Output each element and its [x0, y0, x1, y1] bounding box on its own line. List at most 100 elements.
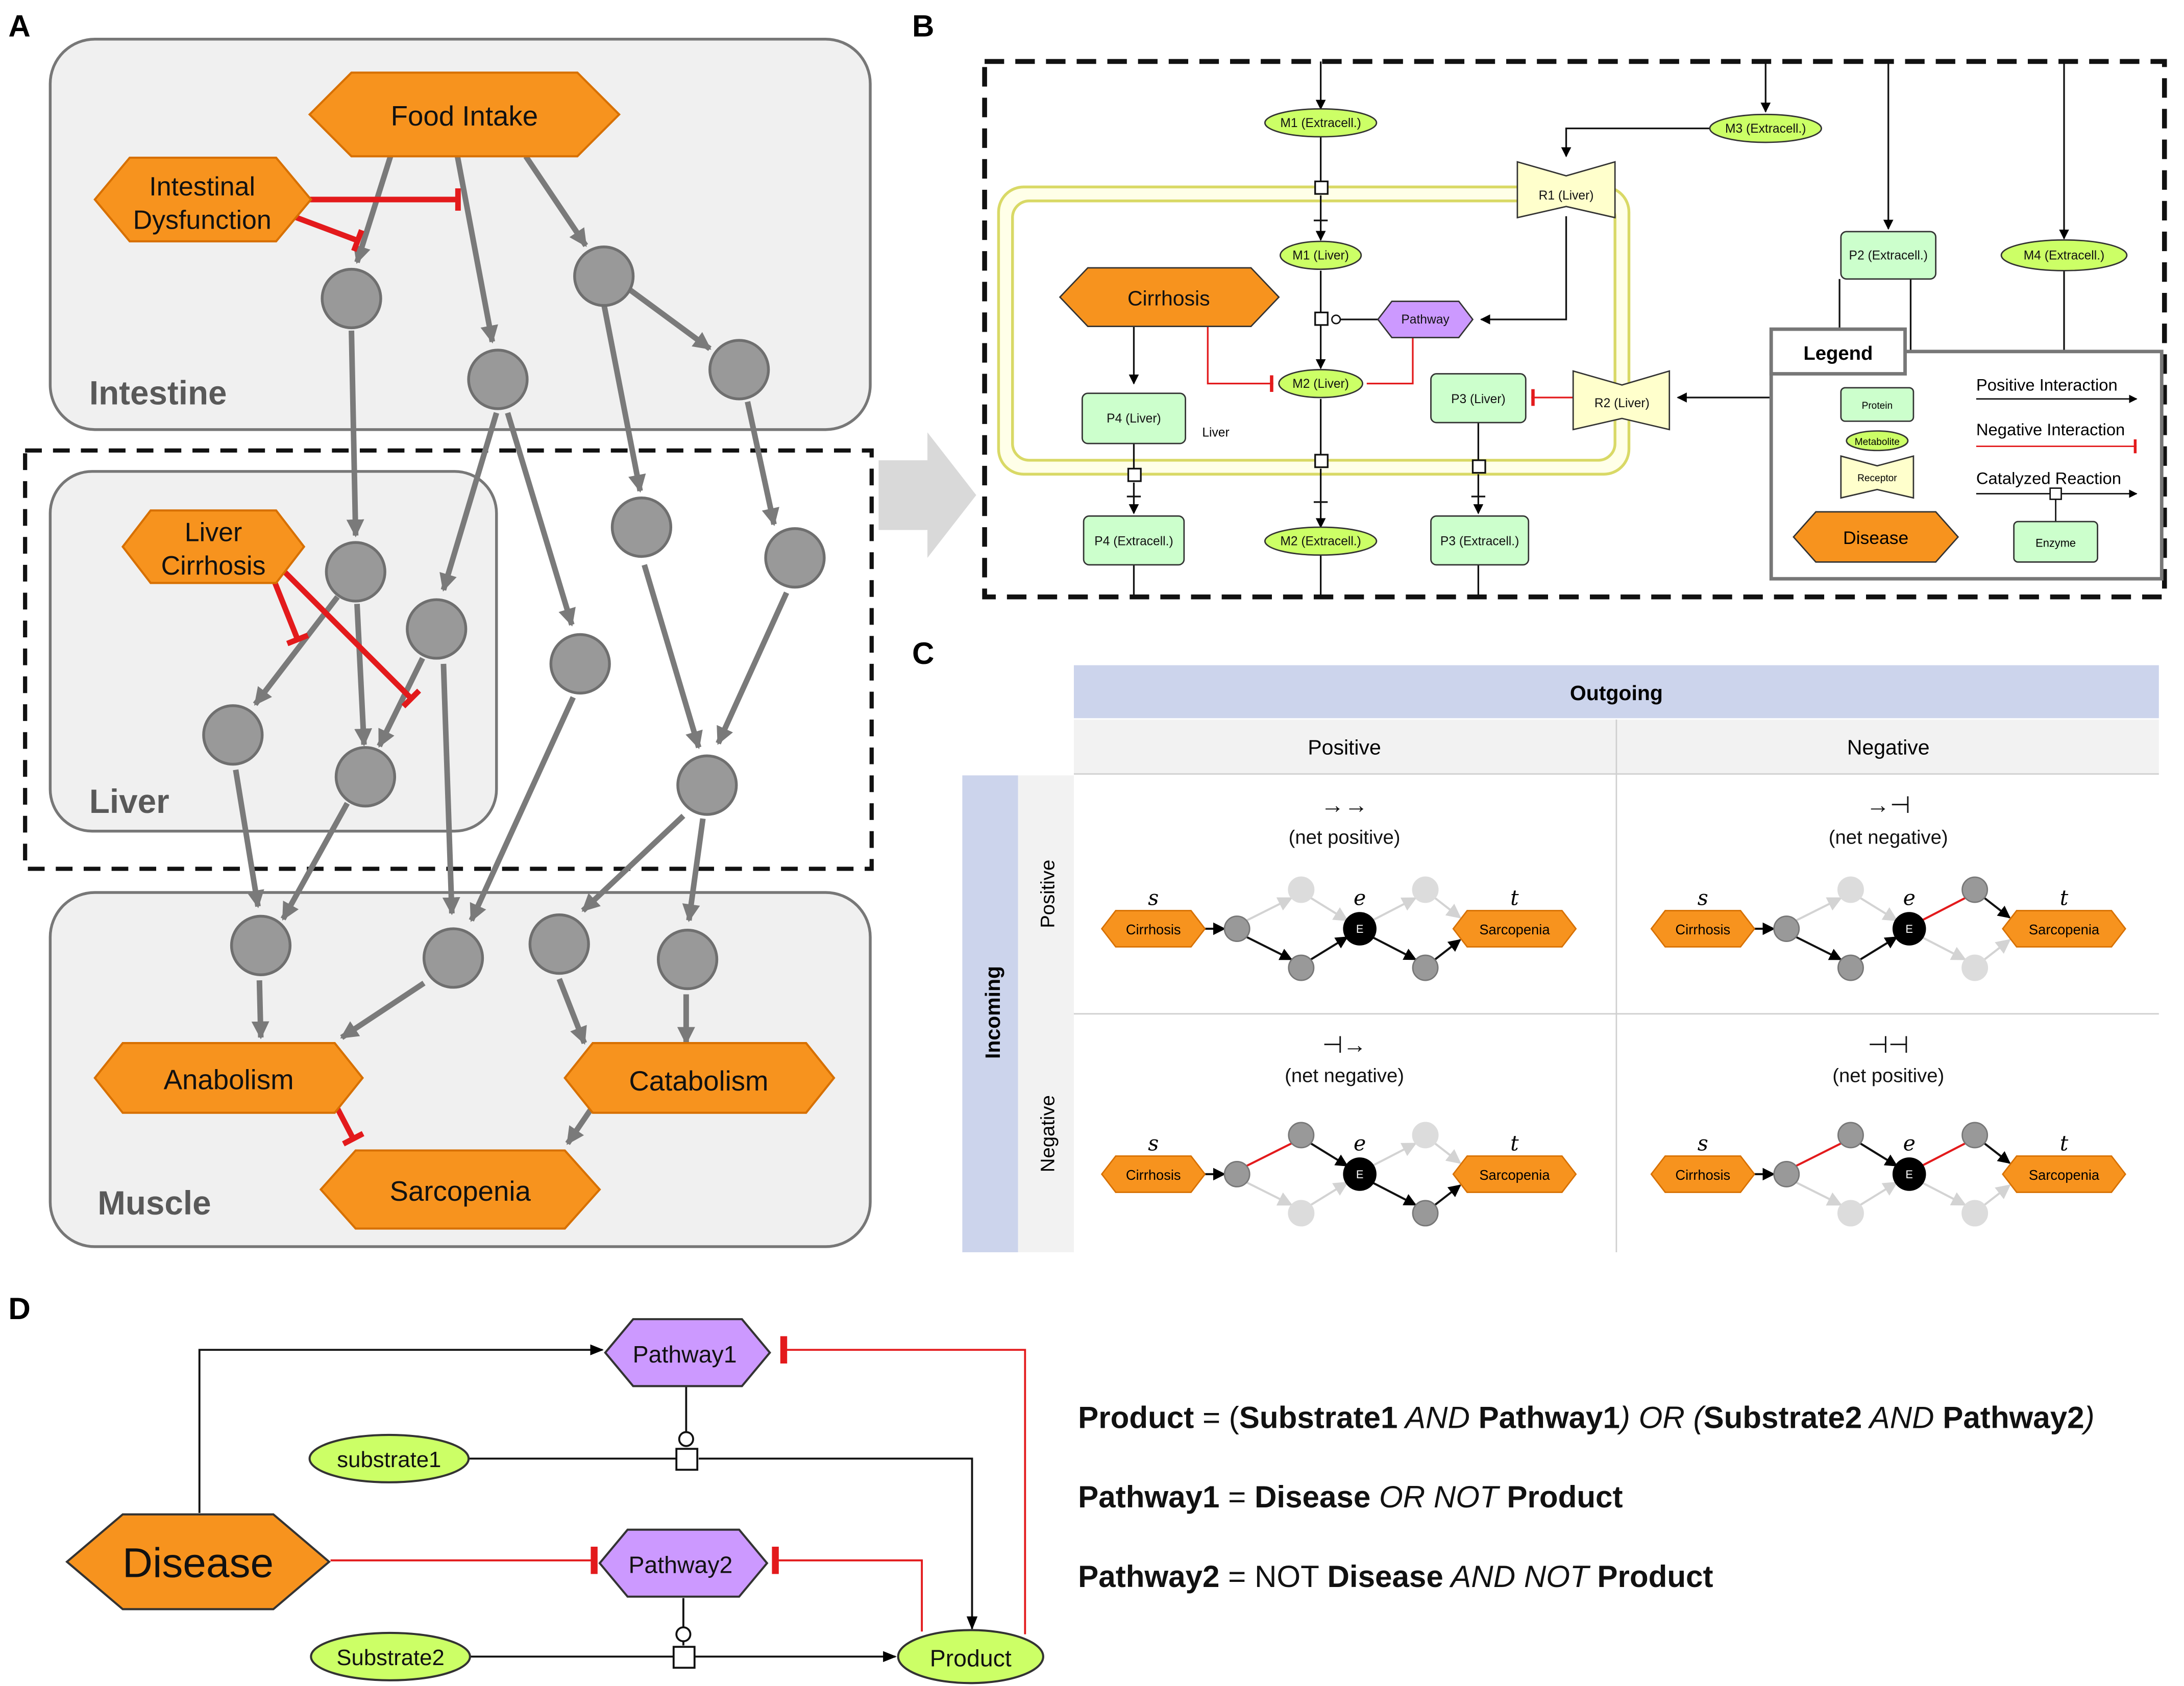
- panel-b-receptors: [1516, 161, 1671, 431]
- outgoing-header: Outgoing: [1570, 681, 1663, 705]
- motif-source-label: Cirrhosis: [1126, 922, 1181, 937]
- motif-source-node: [1650, 910, 1756, 948]
- network-node: [422, 927, 484, 989]
- motif-edge: [1860, 1143, 1898, 1167]
- motif-node-faded: [1837, 1200, 1864, 1227]
- motif-edge: [1246, 1143, 1292, 1167]
- panel-b-inhibitions: [1207, 324, 1574, 406]
- panel-a-hexagons: [93, 71, 836, 1230]
- motif-node-faded: [1412, 876, 1439, 903]
- motif-source-node: [1650, 1155, 1756, 1193]
- motif-edge: [1796, 936, 1843, 960]
- motif-source-label: Cirrhosis: [1675, 922, 1730, 937]
- motif-node-faded: [1961, 954, 1989, 981]
- eq1-part: = (: [1194, 1400, 1239, 1434]
- m2-extracell-label: M2 (Extracell.): [1280, 535, 1361, 549]
- motif-edge: [1434, 939, 1461, 960]
- motif-t-label: t: [1510, 886, 1519, 910]
- motif-edge: [1984, 897, 2011, 919]
- motif-node: [1961, 876, 1989, 903]
- equation-2: Pathway1 = Disease OR NOT Product: [1078, 1480, 1623, 1514]
- reaction-square-1: [675, 1448, 699, 1471]
- motif-e-label: e: [1354, 886, 1366, 910]
- p2-extracell-node: [1840, 231, 1936, 280]
- network-node: [708, 339, 770, 401]
- motif-e-label: e: [1903, 886, 1916, 910]
- motif-enzyme-node: [1892, 912, 1926, 946]
- col-header-positive: Positive: [1308, 735, 1381, 759]
- row-header-negative: Negative: [1037, 1095, 1059, 1172]
- pathway-node: [1377, 301, 1474, 338]
- cirrhosis-node: [1059, 267, 1280, 327]
- network-node: [528, 913, 590, 975]
- motif-node: [1288, 1122, 1315, 1149]
- product-label: Product: [930, 1645, 1012, 1672]
- network-node: [549, 633, 611, 695]
- motif-edge: [1984, 1143, 2011, 1164]
- motif-source-label: Cirrhosis: [1126, 1167, 1181, 1183]
- substrate1-label: substrate1: [337, 1447, 441, 1472]
- liver-cirrhosis-node: [121, 509, 306, 584]
- p3-extracell-node: [1430, 515, 1530, 566]
- disease-node: [65, 1513, 331, 1610]
- incoming-subheader-bg: [1018, 775, 1074, 1252]
- motif-node-faded: [1288, 1200, 1315, 1227]
- motif-node: [1837, 1122, 1864, 1149]
- motif-source-label: Cirrhosis: [1675, 1167, 1730, 1183]
- network-node: [334, 746, 397, 808]
- eq1-or: ) OR (: [1617, 1400, 1707, 1434]
- motif-t-label: t: [1510, 1131, 1519, 1156]
- panel-d-edges: [198, 1344, 978, 1663]
- substrate2-node: [310, 1631, 471, 1681]
- catalysis-marker: [1331, 314, 1341, 325]
- p4-extracell-node: [1083, 515, 1185, 566]
- motif-node-faded: [1961, 1200, 1989, 1227]
- motif-enzyme-label: E: [1905, 923, 1913, 935]
- panel-label-d: D: [8, 1292, 30, 1326]
- network-node: [406, 598, 468, 660]
- p3-liver-label: P3 (Liver): [1451, 392, 1506, 406]
- legend-protein-label: Protein: [1862, 401, 1893, 411]
- network-node: [325, 541, 386, 603]
- eq2-or-not: OR NOT: [1370, 1480, 1507, 1514]
- food-intake-node: [308, 71, 621, 158]
- legend-catalyzed-label: Catalyzed Reaction: [1976, 468, 2121, 487]
- cell-np-net: (net negative): [1285, 1065, 1404, 1087]
- motif-s-label: s: [1148, 1131, 1159, 1156]
- eq3-pathway2: Pathway2: [1078, 1559, 1219, 1594]
- motif-e-label: e: [1354, 1131, 1366, 1156]
- motif-s-label: s: [1698, 1131, 1708, 1156]
- motif-edge: [1796, 1143, 1842, 1167]
- motif-target-label: Sarcopenia: [1479, 1167, 1550, 1183]
- substrate2-label: Substrate2: [336, 1645, 444, 1670]
- cirrhosis-label: Cirrhosis: [1127, 287, 1210, 310]
- motif-node-faded: [1288, 876, 1315, 903]
- legend-receptor-swatch: [1840, 455, 1915, 499]
- motif-edge: [1246, 897, 1293, 922]
- p2-extracell-label: P2 (Extracell.): [1849, 249, 1928, 262]
- legend-enzyme-label: Enzyme: [2035, 536, 2076, 549]
- cell-pn-net: (net negative): [1829, 826, 1948, 848]
- m4-extracell-node: [2000, 239, 2128, 271]
- panel-a-inhibitions: [271, 188, 461, 1147]
- product-node: [897, 1629, 1044, 1684]
- panel-b-frame: [982, 59, 2167, 600]
- motif-node: [1288, 954, 1315, 981]
- sarcopenia-label: Sarcopenia: [390, 1176, 531, 1207]
- motif-enzyme-label: E: [1905, 1168, 1913, 1181]
- motif-edge: [1921, 1143, 1966, 1167]
- food-intake-label: Food Intake: [391, 101, 538, 132]
- r1-label: R1 (Liver): [1539, 189, 1594, 203]
- motif-edge: [1921, 936, 1967, 960]
- cell-nn-net: (net positive): [1832, 1065, 1944, 1087]
- eq1-product: Product: [1078, 1400, 1194, 1434]
- motif-target-node: [2002, 1155, 2126, 1193]
- reaction-square-2: [672, 1646, 696, 1669]
- eq1-substrate1: Substrate1: [1239, 1400, 1398, 1434]
- motif-edge: [1371, 1143, 1417, 1167]
- motif-edge: [1921, 897, 1966, 922]
- panel-d: D Pathway1 Pathway2 substrate1: [8, 1292, 2095, 1684]
